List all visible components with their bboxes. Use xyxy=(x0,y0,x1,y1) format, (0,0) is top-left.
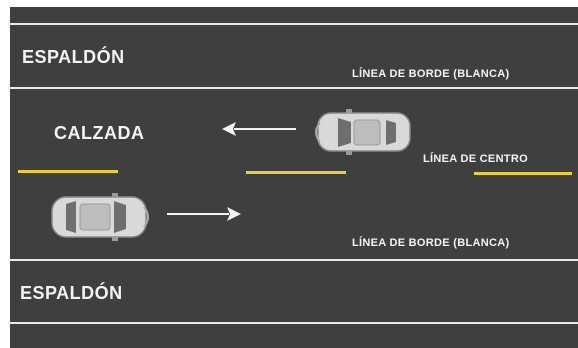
car-icon xyxy=(315,109,411,155)
shoulder-outer-line-top xyxy=(10,23,578,25)
arrow-left-icon xyxy=(222,122,296,136)
center-line-segment xyxy=(18,170,118,173)
road-diagram: ESPALDÓN LÍNEA DE BORDE (BLANCA) CALZADA… xyxy=(10,7,578,348)
center-line-segment xyxy=(474,172,572,175)
label-center-line: LÍNEA DE CENTRO xyxy=(423,153,528,165)
label-shoulder-top: ESPALDÓN xyxy=(22,47,125,67)
edge-line-bottom xyxy=(10,259,578,261)
car-icon xyxy=(51,193,149,241)
center-line-segment xyxy=(246,171,346,174)
label-roadway: CALZADA xyxy=(54,123,145,143)
edge-line-top xyxy=(10,87,578,89)
label-edge-line-bottom: LÍNEA DE BORDE (BLANCA) xyxy=(352,237,510,249)
label-shoulder-bottom: ESPALDÓN xyxy=(20,283,123,303)
label-edge-line-top: LÍNEA DE BORDE (BLANCA) xyxy=(352,68,510,80)
shoulder-outer-line-bottom xyxy=(10,322,578,324)
arrow-right-icon xyxy=(167,207,241,221)
